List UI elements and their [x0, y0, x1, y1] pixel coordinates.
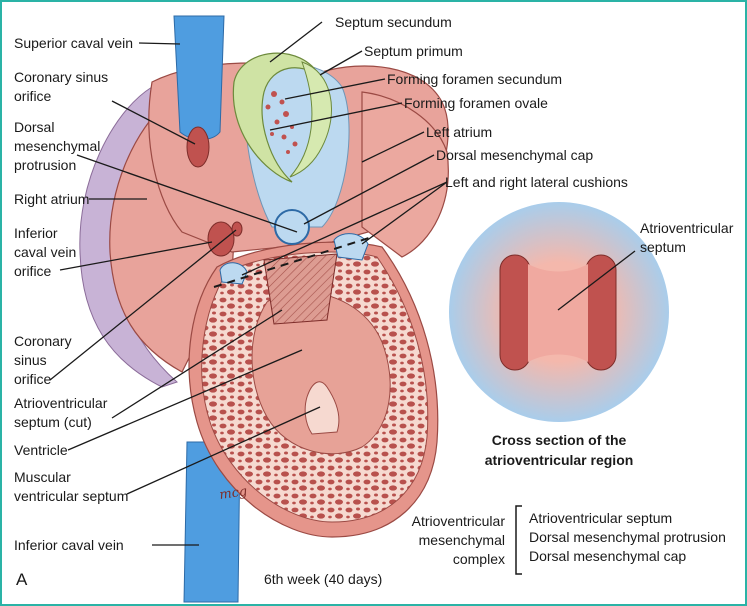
- coronary-sinus-orifice-upper: [187, 127, 209, 167]
- label-lateral-cushions: Left and right lateral cushions: [445, 174, 628, 190]
- label-inferior-caval-vein-orifice-3: orifice: [14, 263, 52, 279]
- superior-caval-vein-shape: [174, 16, 224, 140]
- inset-title-1: Cross section of the: [492, 432, 627, 448]
- label-coronary-sinus-orifice-bottom-2: sinus: [14, 352, 47, 368]
- av-septum-cut-shape: [264, 254, 337, 324]
- inset-left-wall: [500, 255, 530, 370]
- label-forming-foramen-secundum: Forming foramen secundum: [387, 71, 562, 87]
- label-inferior-caval-vein: Inferior caval vein: [14, 537, 124, 553]
- inset-av-septum: [528, 264, 588, 362]
- label-coronary-sinus-orifice-bottom-1: Coronary: [14, 333, 72, 349]
- label-dorsal-mesenchymal-cap: Dorsal mesenchymal cap: [436, 147, 593, 163]
- label-coronary-sinus-orifice-top-1: Coronary sinus: [14, 69, 108, 85]
- complex-name-3: complex: [453, 551, 505, 567]
- figure-caption: 6th week (40 days): [264, 571, 382, 587]
- label-ventricle: Ventricle: [14, 442, 68, 458]
- label-muscular-ventricular-septum-2: ventricular septum: [14, 488, 128, 504]
- label-forming-foramen-ovale: Forming foramen ovale: [404, 95, 548, 111]
- label-dorsal-mesenchymal-protrusion-1: Dorsal: [14, 119, 54, 135]
- label-left-atrium: Left atrium: [426, 124, 492, 140]
- label-av-septum-cut-1: Atrioventricular: [14, 395, 108, 411]
- label-superior-caval-vein: Superior caval vein: [14, 35, 133, 51]
- label-dorsal-mesenchymal-protrusion-3: protrusion: [14, 157, 76, 173]
- complex-item-1: Atrioventricular septum: [529, 510, 672, 526]
- dorsal-mesenchymal-cap-shape: [275, 210, 309, 244]
- complex-name-1: Atrioventricular: [412, 513, 506, 529]
- label-coronary-sinus-orifice-top-2: orifice: [14, 88, 52, 104]
- inferior-caval-vein-orifice-shape: [208, 222, 234, 256]
- label-muscular-ventricular-septum-1: Muscular: [14, 469, 71, 485]
- label-inset-av-septum-2: septum: [640, 239, 686, 255]
- label-septum-secundum: Septum secundum: [335, 14, 452, 30]
- complex-item-3: Dorsal mesenchymal cap: [529, 548, 686, 564]
- complex-item-2: Dorsal mesenchymal protrusion: [529, 529, 726, 545]
- inset-right-wall: [586, 255, 616, 370]
- label-septum-primum: Septum primum: [364, 43, 463, 59]
- complex-bracket: [516, 506, 522, 574]
- label-inferior-caval-vein-orifice-2: caval vein: [14, 244, 76, 260]
- coronary-sinus-orifice-lower: [232, 222, 242, 236]
- label-inferior-caval-vein-orifice-1: Inferior: [14, 225, 58, 241]
- label-inset-av-septum-1: Atrioventricular: [640, 220, 734, 236]
- artist-signature: mcg: [218, 484, 248, 503]
- label-dorsal-mesenchymal-protrusion-2: mesenchymal: [14, 138, 100, 154]
- figure-letter: A: [16, 570, 28, 589]
- label-right-atrium: Right atrium: [14, 191, 89, 207]
- label-av-septum-cut-2: septum (cut): [14, 414, 92, 430]
- label-coronary-sinus-orifice-bottom-3: orifice: [14, 371, 52, 387]
- complex-name-2: mesenchymal: [419, 532, 505, 548]
- inset-title-2: atrioventricular region: [485, 452, 634, 468]
